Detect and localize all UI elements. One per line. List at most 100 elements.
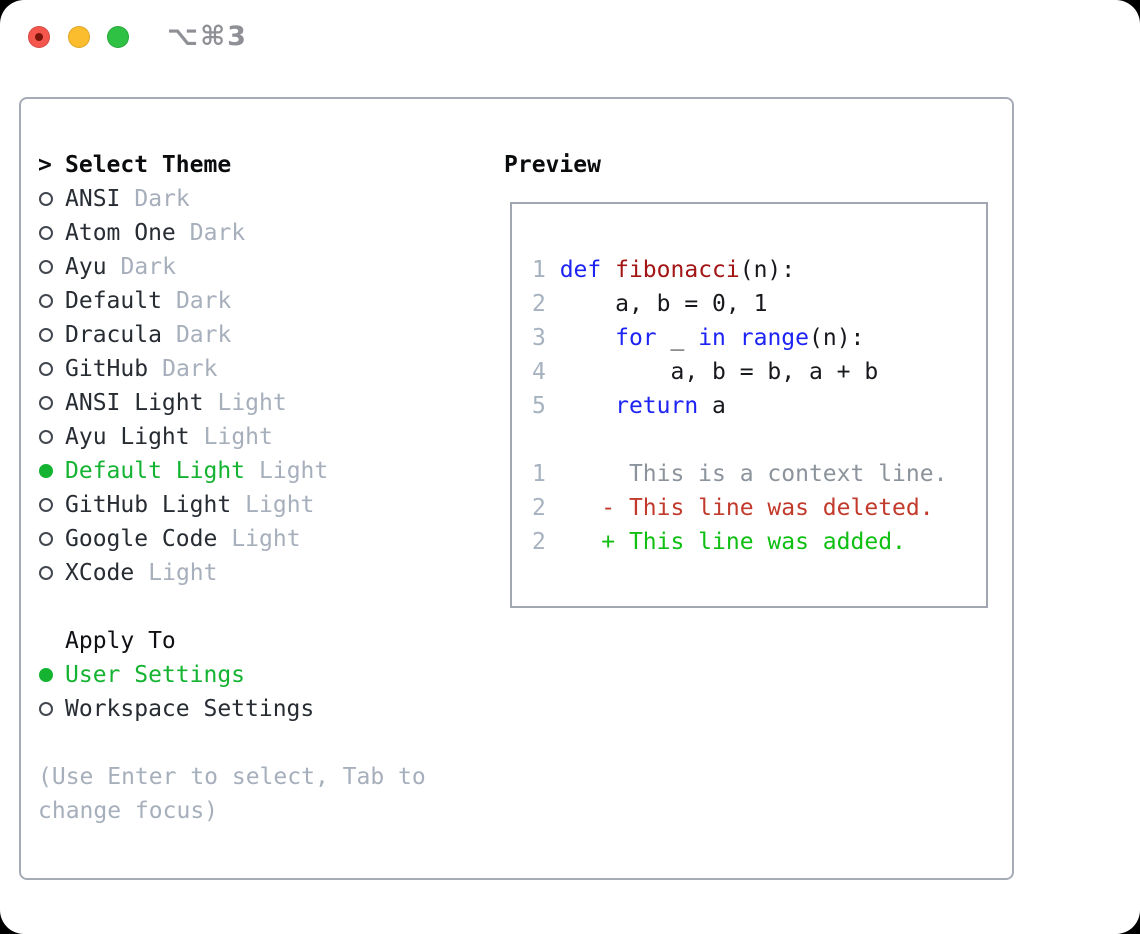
code-segment-kw: for — [615, 325, 657, 351]
code-line: 4 a, b = b, a + b — [532, 355, 947, 389]
code-segment-kw: def — [559, 257, 602, 283]
theme-option-ansi-label: ANSI — [65, 186, 121, 212]
spacer — [38, 726, 426, 760]
code-segment-pl: (n): — [739, 257, 796, 283]
code-segment-pl: a, b = b, a + b — [559, 359, 879, 385]
radio-icon[interactable] — [39, 532, 53, 546]
hint-text-line1: (Use Enter to select, Tab to — [38, 764, 426, 790]
code-segment-pl: a — [698, 393, 726, 419]
prompt-icon: > — [38, 152, 52, 178]
theme-selector-title: Select Theme — [65, 152, 232, 178]
minimize-button-icon[interactable] — [68, 26, 90, 48]
radio-icon[interactable] — [39, 362, 53, 376]
code-segment-ln: 2 — [532, 495, 546, 521]
theme-variant-tag: Light — [231, 526, 301, 552]
code-segment-add: + This line was added. — [545, 529, 906, 555]
theme-option-github-label: GitHub — [65, 356, 149, 382]
code-segment-pl — [560, 393, 615, 419]
code-segment-ln: 5 — [532, 393, 560, 419]
code-line: 2 + This line was added. — [532, 525, 947, 559]
code-segment-ctx: This is a context line. — [545, 461, 948, 487]
apply-option-workspace-settings[interactable]: Workspace Settings — [38, 692, 426, 726]
close-button-icon[interactable] — [28, 26, 50, 48]
theme-option-default[interactable]: Default Dark — [38, 284, 426, 318]
spacer — [38, 590, 426, 624]
apply-to-header: Apply To — [38, 624, 426, 658]
theme-option-ansi[interactable]: ANSI Dark — [38, 182, 426, 216]
code-line — [532, 423, 947, 457]
theme-option-github-light-label: GitHub Light — [65, 492, 232, 518]
titlebar: ⌥⌘3 — [0, 0, 1140, 70]
theme-variant-tag: Dark — [134, 186, 190, 212]
zoom-button-icon[interactable] — [107, 26, 129, 48]
radio-icon[interactable] — [39, 294, 53, 308]
radio-icon[interactable] — [39, 498, 53, 512]
theme-variant-tag: Dark — [175, 322, 232, 348]
theme-option-ansi-light-label: ANSI Light — [65, 390, 204, 416]
radio-icon[interactable] — [39, 396, 53, 410]
theme-option-atom-one[interactable]: Atom One Dark — [38, 216, 426, 250]
apply-option-user-settings-label: User Settings — [65, 662, 246, 688]
code-segment-ln: 3 — [532, 325, 560, 351]
code-segment-fn: fibonacci — [615, 257, 740, 283]
theme-option-github-light[interactable]: GitHub Light Light — [38, 488, 426, 522]
radio-selected-icon[interactable] — [39, 668, 53, 682]
code-segment-ln: 2 — [532, 291, 560, 317]
code-segment-ln: 4 — [532, 359, 560, 385]
theme-option-xcode-label: XCode — [65, 560, 135, 586]
radio-icon[interactable] — [39, 430, 53, 444]
apply-option-workspace-settings-label: Workspace Settings — [65, 696, 315, 722]
radio-icon[interactable] — [39, 192, 53, 206]
theme-variant-tag: Light — [217, 390, 287, 416]
theme-option-ansi-light[interactable]: ANSI Light Light — [38, 386, 426, 420]
apply-option-user-settings[interactable]: User Settings — [38, 658, 426, 692]
code-segment-kw: range — [739, 325, 809, 351]
theme-option-dracula-label: Dracula — [65, 322, 162, 348]
theme-option-ayu-label: Ayu — [65, 254, 107, 280]
code-line: 5 return a — [532, 389, 947, 423]
code-segment-pl — [560, 325, 615, 351]
theme-option-github[interactable]: GitHub Dark — [38, 352, 426, 386]
theme-option-google-code-label: Google Code — [65, 526, 218, 552]
radio-icon[interactable] — [39, 328, 53, 342]
code-segment-pl: _ — [656, 325, 699, 351]
theme-variant-tag: Dark — [189, 220, 246, 246]
code-line: 1 def fibonacci(n): — [532, 253, 947, 287]
radio-icon[interactable] — [39, 260, 53, 274]
code-segment-ln: 1 — [532, 257, 560, 283]
radio-icon[interactable] — [39, 226, 53, 240]
theme-option-dracula[interactable]: Dracula Dark — [38, 318, 426, 352]
code-segment-ln: 2 — [532, 529, 546, 555]
apply-to-title: Apply To — [65, 628, 176, 654]
theme-variant-tag: Light — [203, 424, 273, 450]
prompt-marker: > — [38, 148, 65, 182]
radio-selected-icon[interactable] — [39, 464, 53, 478]
theme-variant-tag: Dark — [162, 356, 218, 382]
code-segment-del: - This line was deleted. — [545, 495, 934, 521]
code-line: 3 for _ in range(n): — [532, 321, 947, 355]
radio-icon[interactable] — [39, 566, 53, 580]
theme-option-google-code[interactable]: Google Code Light — [38, 522, 426, 556]
code-line: 2 a, b = 0, 1 — [532, 287, 947, 321]
theme-option-default-light-label: Default Light — [65, 458, 246, 484]
theme-option-atom-one-label: Atom One — [65, 220, 176, 246]
code-segment-kw: return — [615, 393, 699, 419]
code-segment-pl — [601, 257, 615, 283]
code-segment-pl: a, b = 0, 1 — [559, 291, 768, 317]
code-segment-kw: in — [698, 325, 726, 351]
theme-variant-tag: Light — [245, 492, 315, 518]
theme-option-xcode[interactable]: XCode Light — [38, 556, 426, 590]
theme-variant-tag: Dark — [175, 288, 232, 314]
theme-option-ayu-light[interactable]: Ayu Light Light — [38, 420, 426, 454]
radio-icon[interactable] — [39, 702, 53, 716]
theme-option-default-label: Default — [65, 288, 162, 314]
theme-variant-tag: Light — [148, 560, 218, 586]
code-line: 2 - This line was deleted. — [532, 491, 947, 525]
theme-option-ayu-light-label: Ayu Light — [65, 424, 190, 450]
